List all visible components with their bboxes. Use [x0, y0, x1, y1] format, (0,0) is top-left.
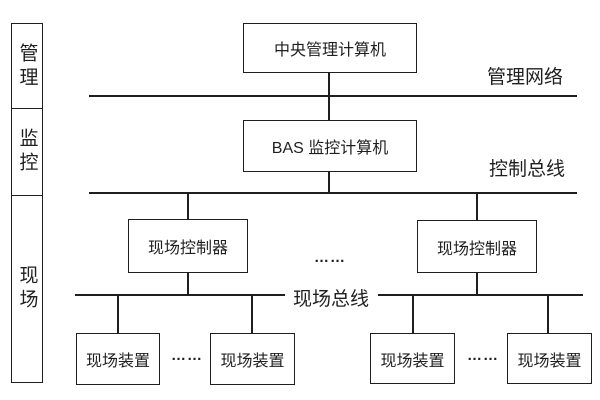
connector-control-bus-to-controller-left — [187, 194, 189, 220]
control-bus-label: 控制总线 — [489, 154, 566, 181]
bas-monitoring-computer-label: BAS 监控计算机 — [271, 140, 389, 157]
field-device-4-label: 现场装置 — [517, 352, 582, 370]
connector-controller-right-to-field-bus — [476, 272, 478, 295]
ellipsis-between-controllers: …… — [314, 249, 346, 266]
field-controller-right-label: 现场控制器 — [436, 240, 517, 258]
connector-field-bus-to-device-3 — [412, 296, 414, 334]
control-bus-line — [89, 192, 577, 194]
field-controller-right-box: 现场控制器 — [417, 220, 537, 273]
connector-field-bus-to-device-1 — [117, 296, 119, 334]
connector-bas-to-control-bus — [328, 172, 330, 193]
field-device-2-box: 现场装置 — [210, 333, 295, 385]
field-bus-label: 现场总线 — [291, 284, 371, 311]
sidebar-level-management: 管理 — [11, 23, 43, 110]
bas-monitoring-computer-box: BAS 监控计算机 — [243, 120, 417, 172]
field-controller-left-box: 现场控制器 — [128, 219, 248, 273]
field-device-2-label: 现场装置 — [220, 353, 285, 370]
connector-field-bus-to-device-2 — [251, 296, 253, 334]
field-device-3-box: 现场装置 — [370, 333, 455, 384]
central-management-computer-label: 中央管理计算机 — [273, 42, 386, 59]
sidebar-level-field: 现场 — [11, 194, 43, 383]
field-bus-line-right — [378, 294, 583, 296]
field-device-1-box: 现场装置 — [76, 333, 160, 385]
ellipsis-between-devices-left: …… — [171, 347, 203, 364]
field-device-1-label: 现场装置 — [85, 353, 150, 370]
sidebar-level-management-label: 管理 — [16, 42, 38, 91]
field-device-4-box: 现场装置 — [507, 333, 592, 384]
connector-field-bus-to-device-4 — [547, 296, 549, 334]
connector-control-bus-to-controller-right — [476, 194, 478, 221]
field-controller-left-label: 现场控制器 — [147, 240, 228, 257]
sidebar-level-monitoring-label: 监控 — [16, 128, 38, 177]
sidebar-level-monitoring: 监控 — [11, 108, 43, 197]
level-sidebar: 管理 监控 现场 — [11, 23, 43, 383]
management-network-line — [89, 95, 577, 97]
ellipsis-between-devices-right: …… — [467, 347, 499, 364]
connector-central-to-bas — [328, 73, 330, 121]
sidebar-level-field-label: 现场 — [16, 264, 38, 313]
field-bus-line-left — [75, 294, 285, 296]
management-network-label: 管理网络 — [487, 62, 564, 89]
field-device-3-label: 现场装置 — [380, 352, 445, 370]
central-management-computer-box: 中央管理计算机 — [243, 23, 417, 73]
connector-controller-left-to-field-bus — [187, 272, 189, 295]
